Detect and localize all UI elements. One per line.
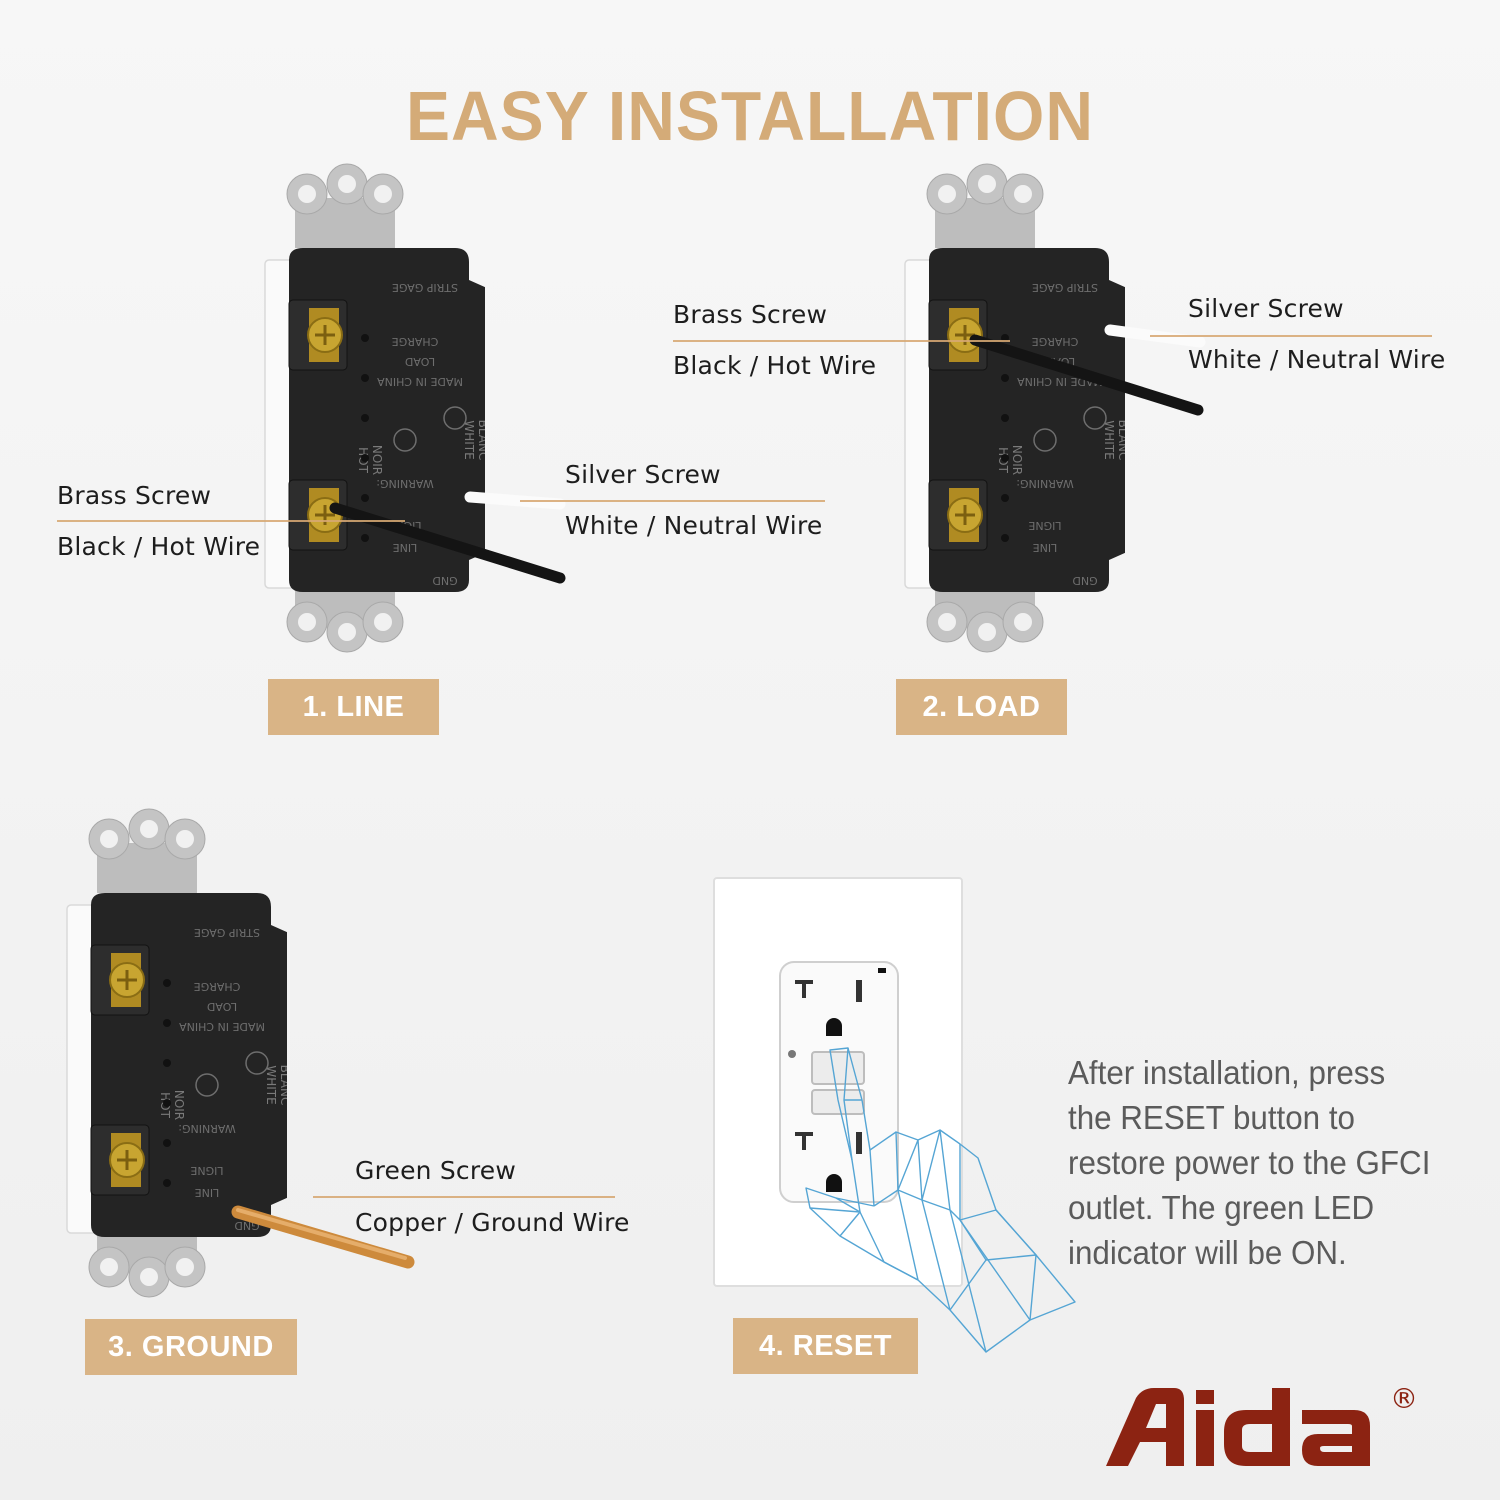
reset-description-line-3: restore power to the GFCI xyxy=(1068,1144,1431,1181)
outlet-back-line: STRIP GAGE CHARGE LOAD MADE IN CHINA WARNING… xyxy=(264,163,485,653)
cert-mark-icon xyxy=(443,406,467,430)
rivet xyxy=(361,454,369,462)
molded-label: STRIP GAGE xyxy=(1032,281,1098,294)
molded-label: LIGNE xyxy=(190,1164,223,1177)
rivet xyxy=(163,1059,171,1067)
callout-silver-screw-line: Silver Screw xyxy=(565,460,721,489)
callout-silver-screw-load: Silver Screw xyxy=(1188,294,1344,323)
molded-label: LINE xyxy=(393,541,418,554)
molded-label: LINE xyxy=(1033,541,1058,554)
rivet xyxy=(361,374,369,382)
molded-label: WARNING: xyxy=(1016,477,1073,490)
molded-label: NOIR xyxy=(370,445,384,475)
mounting-strap-icon xyxy=(88,808,206,893)
molded-label: GND xyxy=(1072,574,1097,587)
molded-label: GND xyxy=(234,1219,259,1232)
page-title: EASY INSTALLATION xyxy=(405,77,1095,155)
registered-mark-icon: ® xyxy=(1390,1382,1418,1415)
molded-label: LOAD xyxy=(1045,355,1075,368)
rivet xyxy=(1001,414,1009,422)
rivet xyxy=(1001,334,1009,342)
mounting-strap-icon xyxy=(926,163,1044,248)
reset-description-line-5: indicator will be ON. xyxy=(1068,1234,1347,1271)
brass-screw-icon xyxy=(947,308,983,362)
molded-label: GND xyxy=(432,574,457,587)
step-badge-load: 2. LOAD xyxy=(896,679,1067,735)
callout-green-screw: Green Screw xyxy=(355,1156,517,1185)
molded-label: WARNING: xyxy=(376,477,433,490)
step-badge-line: 1. LINE xyxy=(268,679,439,735)
rivet xyxy=(1001,534,1009,542)
callout-ground-wire: Copper / Ground Wire xyxy=(355,1208,630,1237)
molded-label: LIGNE xyxy=(388,519,421,532)
rivet xyxy=(1001,374,1009,382)
molded-label: BLANC xyxy=(1116,420,1125,461)
rivet xyxy=(163,1179,171,1187)
step-badge-reset: 4. RESET xyxy=(733,1318,918,1374)
brass-screw-icon xyxy=(307,308,343,362)
cert-mark-icon xyxy=(1033,428,1057,452)
callout-brass-screw-line: Brass Screw xyxy=(57,481,212,510)
callout-hot-wire-load: Black / Hot Wire xyxy=(673,351,877,380)
molded-label: WARNING: xyxy=(178,1122,235,1135)
rivet xyxy=(1001,494,1009,502)
molded-label: CHARGE xyxy=(1032,335,1079,348)
aida-logo: ® xyxy=(1106,1382,1418,1466)
rivet xyxy=(361,494,369,502)
molded-label: STRIP GAGE xyxy=(392,281,458,294)
molded-label: WHITE xyxy=(1102,420,1116,459)
step-badge-ground: 3. GROUND xyxy=(85,1319,297,1375)
rivet xyxy=(163,979,171,987)
brass-screw-icon xyxy=(307,488,343,542)
molded-label: WHITE xyxy=(462,420,476,459)
cert-mark-icon xyxy=(245,1051,269,1075)
callout-brass-screw-load: Brass Screw xyxy=(673,300,828,329)
reset-description-line-4: outlet. The green LED xyxy=(1068,1189,1375,1226)
brass-screw-icon xyxy=(109,953,145,1007)
reset-description-line-1: After installation, press xyxy=(1068,1054,1386,1091)
rivet xyxy=(163,1019,171,1027)
rivet xyxy=(361,534,369,542)
molded-label: BLANC xyxy=(278,1065,287,1106)
rivet xyxy=(163,1099,171,1107)
callout-hot-wire-line: Black / Hot Wire xyxy=(57,532,261,561)
molded-label: LIGNE xyxy=(1028,519,1061,532)
rivet xyxy=(163,1139,171,1147)
molded-label: BLANC xyxy=(476,420,485,461)
cert-mark-icon xyxy=(195,1073,219,1097)
brass-screw-icon xyxy=(109,1133,145,1187)
rivet xyxy=(361,414,369,422)
callout-neutral-wire-load: White / Neutral Wire xyxy=(1188,345,1446,374)
reset-description: After installation, press the RESET butt… xyxy=(1068,1050,1467,1275)
molded-label: WHITE xyxy=(264,1065,278,1104)
rivet xyxy=(1001,454,1009,462)
molded-label: CHARGE xyxy=(392,335,439,348)
molded-label: MADE IN CHINA xyxy=(377,375,463,388)
reset-description-line-2: the RESET button to xyxy=(1068,1099,1355,1136)
callout-neutral-wire-line: White / Neutral Wire xyxy=(565,511,823,540)
molded-label: LINE xyxy=(195,1186,220,1199)
molded-label: NOIR xyxy=(172,1090,186,1120)
wireframe-hand-icon xyxy=(805,1047,1076,1353)
molded-label: CHARGE xyxy=(194,980,241,993)
molded-label: MADE IN CHINA xyxy=(179,1020,265,1033)
molded-label: NOIR xyxy=(1010,445,1024,475)
molded-label: STRIP GAGE xyxy=(194,926,260,939)
brass-screw-icon xyxy=(947,488,983,542)
molded-label: LOAD xyxy=(207,1000,237,1013)
mounting-strap-icon xyxy=(286,163,404,248)
outlet-back-ground: STRIP GAGE CHARGE LOAD MADE IN CHINA WARNING… xyxy=(66,808,287,1298)
molded-label: LOAD xyxy=(405,355,435,368)
rivet xyxy=(361,334,369,342)
molded-label: MADE IN CHINA xyxy=(1017,375,1103,388)
cert-mark-icon xyxy=(393,428,417,452)
outlet-back-load: STRIP GAGE CHARGE LOAD MADE IN CHINA WARNING… xyxy=(904,163,1125,653)
